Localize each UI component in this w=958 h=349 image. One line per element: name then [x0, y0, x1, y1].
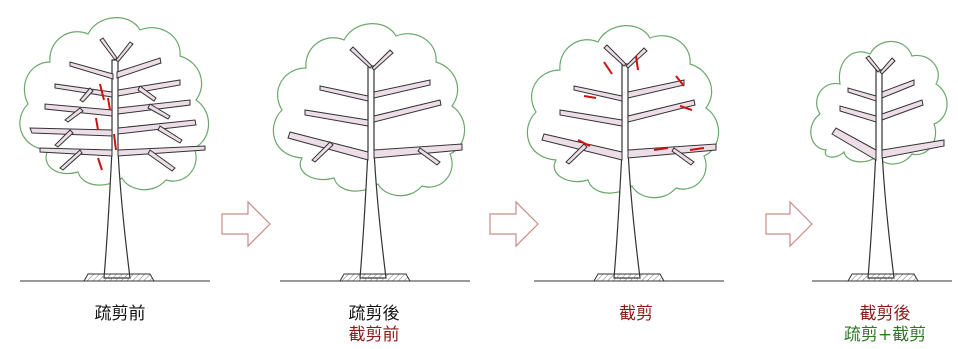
tree-after-thinning: [272, 23, 470, 282]
planting-base: [20, 273, 210, 282]
canopy-outline: [810, 40, 948, 165]
branches: [287, 46, 463, 166]
caption-stage-1: 疏剪前: [60, 304, 180, 325]
cut-marks: [95, 83, 117, 171]
tree-before-thinning: [19, 17, 210, 282]
tree-after-heading: [810, 40, 952, 282]
caption-stage-3: 截剪: [576, 304, 696, 325]
caption-line: 截剪後: [859, 304, 911, 324]
branches: [541, 44, 717, 166]
branches: [831, 55, 945, 161]
caption-line: 疏剪前: [94, 304, 146, 324]
planting-base: [534, 273, 724, 282]
caption-line: 截剪前: [348, 325, 400, 345]
right-arrow-icon: [765, 200, 813, 248]
planting-base: [812, 273, 952, 282]
trunk: [867, 69, 895, 279]
right-arrow-icon: [489, 200, 539, 248]
cut-marks: [577, 55, 705, 151]
caption-stage-2: 疏剪後 截剪前: [314, 304, 434, 346]
right-arrow-icon: [221, 200, 271, 248]
branches: [29, 37, 206, 172]
caption-line: 截剪: [619, 304, 653, 324]
caption-line: 疏剪+截剪: [843, 325, 927, 345]
tree-heading-cut: [526, 25, 724, 282]
caption-line: 疏剪後: [348, 304, 400, 324]
canopy-outline: [272, 23, 466, 197]
canopy-outline: [19, 17, 210, 191]
planting-base: [280, 273, 470, 282]
canopy-outline: [526, 25, 720, 199]
caption-stage-4: 截剪後 疏剪+截剪: [820, 304, 950, 346]
